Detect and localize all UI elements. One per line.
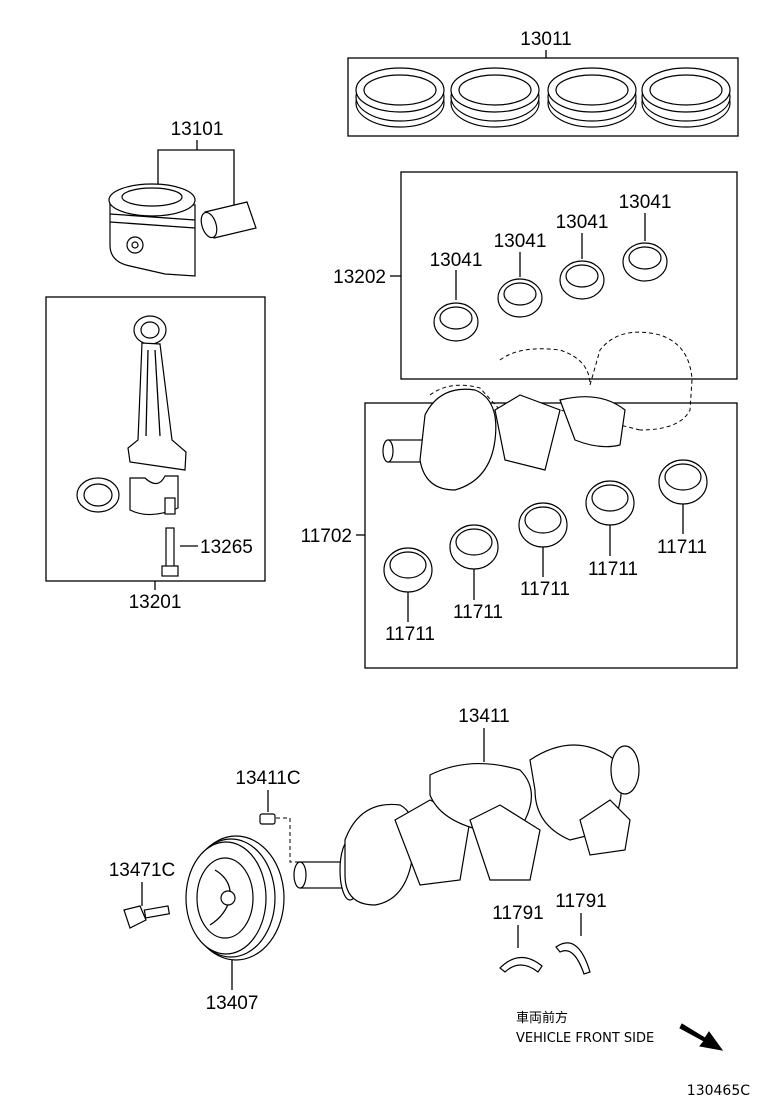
label-rod-bolt: 13265 [200,537,253,558]
piston-ring-group-3 [547,67,637,128]
label-main-bearing-set: 11702 [301,526,352,547]
rod-bearing-set: 13202 13041 13041 13041 13041 [333,171,738,380]
ghost-crankshaft [429,331,693,431]
rod-bearing-shell-3 [559,233,605,300]
rod-cap [129,475,179,516]
thrust-washers: 11791 11791 [492,891,607,975]
label-main-bearing-5: 11711 [657,537,707,558]
main-bearing-shell-1 [383,547,433,622]
pulley-bolt: 13471C [109,860,176,929]
crankshaft-assembly: 13411 [293,706,640,906]
front-arrow-icon [679,1023,724,1051]
main-bearing-shell-5 [658,459,708,534]
main-bearing-set: 11702 [301,388,738,669]
label-rod-bearing-4: 13041 [619,192,672,213]
piston-pin [200,201,257,239]
label-thrust-washer-2: 11791 [555,891,606,912]
figure-code: 130465C [687,1083,750,1099]
rod-bearing-shell-4 [622,213,668,282]
label-rod-bearing-3: 13041 [556,212,609,233]
label-pulley-bolt: 13471C [109,860,176,881]
direction-japanese: 車両前方 [516,1010,568,1026]
piston-ring-group-4 [641,67,731,128]
main-bearing-shell-4 [585,480,635,556]
piston-ring-group-2 [450,67,540,128]
main-bearing-shell-3 [518,502,568,577]
crank-inside-box [382,388,626,491]
rod-bearing-shell-2 [497,252,543,318]
direction-english: VEHICLE FRONT SIDE [516,1031,654,1046]
piston-ring-group-1 [355,67,445,128]
main-bearing-shell-2 [449,524,499,600]
label-thrust-washer-1: 11791 [492,903,543,924]
label-piston: 13101 [171,119,224,140]
label-crankshaft-key: 13411C [235,768,300,789]
rod-bearing-left [76,477,120,513]
label-rod-bearing-2: 13041 [494,231,547,252]
label-rod-bearing-set: 13202 [333,267,386,288]
piston-assembly: 13101 [108,119,257,277]
label-crank-pulley: 13407 [206,993,259,1014]
label-connecting-rod: 13201 [129,592,182,613]
label-piston-ring-set: 13011 [520,29,571,50]
label-crankshaft: 13411 [458,706,509,727]
label-main-bearing-2: 11711 [453,602,503,623]
piston-ring-set: 13011 [347,29,739,137]
crankshaft-key: 13411C [235,768,302,863]
vehicle-front-direction: 車両前方 VEHICLE FRONT SIDE [516,1010,724,1051]
label-main-bearing-4: 11711 [588,559,638,580]
crank-pulley: 13407 [185,835,285,1014]
label-main-bearing-1: 11711 [385,624,435,645]
rod-bearing-shell-1 [433,270,479,342]
rod-bolt [161,527,198,577]
crankshaft [293,744,640,906]
connecting-rod-set: 13265 13201 [45,296,266,613]
label-main-bearing-3: 11711 [520,579,570,600]
piston [108,183,196,277]
connecting-rod [127,315,187,471]
label-rod-bearing-1: 13041 [430,250,483,271]
piston-ring-set-box [347,57,739,137]
